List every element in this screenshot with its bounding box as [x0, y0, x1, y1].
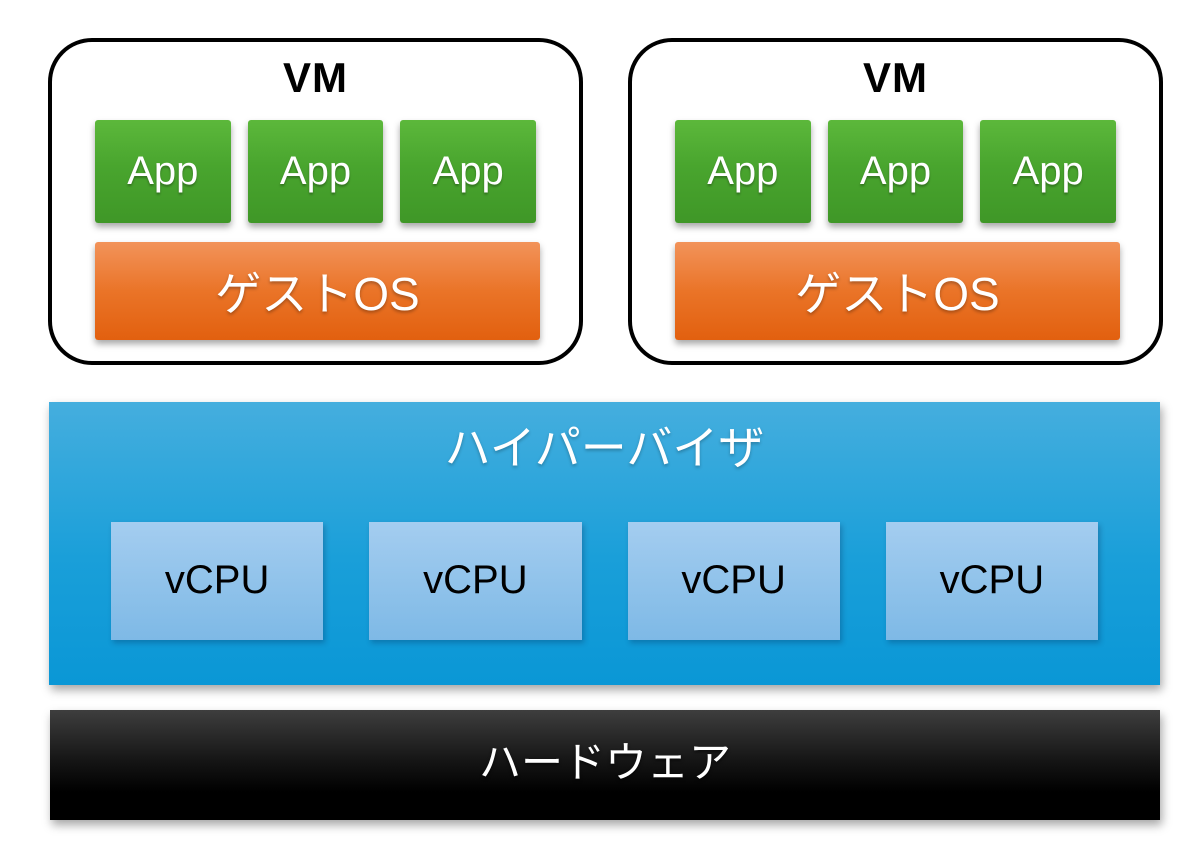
vm-2-app-box-2: App — [827, 120, 964, 224]
vcpu-box-3: vCPU — [627, 521, 840, 640]
vm-2-title: VM — [863, 54, 928, 101]
vm-box-1: VM App App App ゲストOS — [48, 38, 583, 365]
vm-1-app-box-1: App — [95, 120, 231, 224]
vm-box-2: VM App App App ゲストOS — [628, 38, 1163, 365]
vcpu-box-4: vCPU — [885, 521, 1098, 640]
vcpu-box-1: vCPU — [111, 521, 324, 640]
vm-2-guest-os-bar: ゲストOS — [675, 242, 1120, 341]
vm-1-app-row: App App App — [52, 120, 579, 224]
hardware-label: ハードウェア — [478, 739, 731, 786]
vm-2-app-box-3: App — [980, 120, 1117, 224]
vm-2-app-box-1: App — [675, 120, 811, 224]
vm-1-app-box-2: App — [247, 120, 384, 224]
vcpu-box-2: vCPU — [369, 521, 582, 640]
vcpu-row: vCPU vCPU vCPU vCPU — [49, 521, 1160, 640]
vm-2-app-row: App App App — [632, 120, 1159, 224]
hypervisor-box: ハイパーバイザ vCPU vCPU vCPU vCPU — [49, 402, 1160, 685]
hardware-box: ハードウェア — [50, 710, 1160, 820]
vm-1-guest-os-bar: ゲストOS — [95, 242, 540, 341]
hypervisor-title: ハイパーバイザ — [444, 422, 765, 474]
vm-1-app-box-3: App — [400, 120, 537, 224]
vm-1-title: VM — [283, 54, 348, 101]
